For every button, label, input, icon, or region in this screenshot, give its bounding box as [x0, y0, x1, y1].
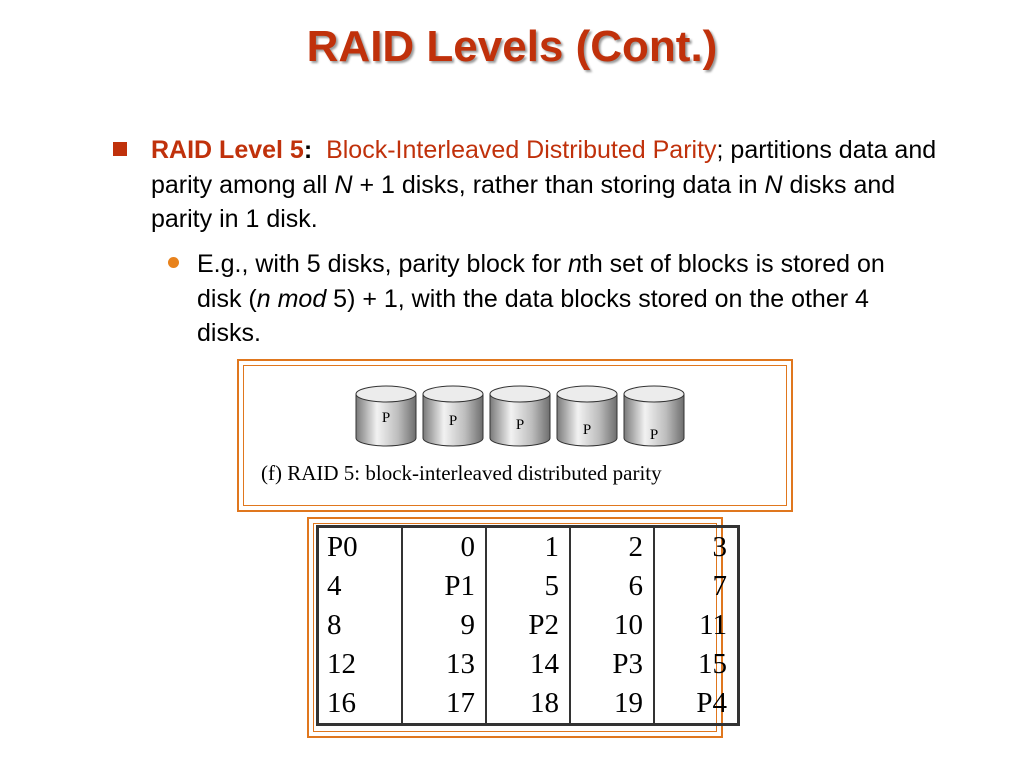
- table-cell: 19: [569, 684, 655, 726]
- raid-level-label: RAID Level 5: [151, 136, 304, 164]
- table-cell: 12: [316, 645, 403, 684]
- disk-icon: P: [489, 385, 551, 447]
- label-colon: :: [303, 136, 313, 164]
- var-n: n: [567, 250, 582, 278]
- table-cell: 16: [316, 684, 403, 726]
- slide-title: RAID Levels (Cont.): [306, 22, 718, 71]
- disk-parity-label: P: [516, 417, 524, 433]
- round-bullet-icon: [168, 257, 179, 268]
- table-cell: 7: [653, 567, 740, 606]
- disk-icon: P: [623, 385, 685, 447]
- disk-parity-label: P: [449, 413, 457, 429]
- table-cell: 5: [485, 567, 571, 606]
- table-cell: 8: [316, 606, 403, 645]
- table-cell: 17: [401, 684, 487, 726]
- bullet2-text-c: 5) + 1, with the data blocks stored on t…: [197, 284, 869, 348]
- table-cell: 9: [401, 606, 487, 645]
- var-n: N: [764, 170, 783, 199]
- disk-icon: P: [355, 385, 417, 447]
- disk-parity-label: P: [583, 422, 591, 438]
- disk-icon: P: [556, 385, 618, 447]
- table-cell: P2: [485, 606, 571, 645]
- table-cell: P0: [316, 525, 403, 567]
- raid5-disk-figure: P P P P P (f) RAID 5: block-interleaved …: [237, 359, 793, 512]
- table-cell: 2: [569, 525, 655, 567]
- disk-icon: P: [422, 385, 484, 447]
- var-n-mod: n mod: [256, 284, 327, 313]
- table-cell: 14: [485, 645, 571, 684]
- table-cell: 0: [401, 525, 487, 567]
- table-cell: 11: [653, 606, 740, 645]
- bullet2-text-a: E.g., with 5 disks, parity block for: [197, 250, 568, 278]
- table-row: 12 13 14 P3 15: [316, 645, 740, 684]
- bullet1-text-c: disks and parity in 1 disk.: [151, 170, 896, 234]
- disk-parity-label: P: [382, 410, 390, 426]
- bullet1-text-b: + 1 disks, rather than storing data in: [352, 170, 765, 199]
- table-cell: P4: [653, 684, 740, 726]
- table-cell: P1: [401, 567, 487, 606]
- bullet2-text-b: th set of blocks is stored on disk (: [197, 250, 885, 313]
- bullet-example: E.g., with 5 disks, parity block for nth…: [197, 247, 917, 351]
- bullet-raid5: RAID Level 5: Block-Interleaved Distribu…: [151, 133, 951, 237]
- square-bullet-icon: [113, 142, 127, 156]
- table-cell: 3: [653, 525, 740, 567]
- table-row: 16 17 18 19 P4: [316, 684, 740, 726]
- table-cell: 15: [653, 645, 740, 684]
- table-cell: 18: [485, 684, 571, 726]
- table-row: P0 0 1 2 3: [316, 525, 740, 567]
- table-cell: 13: [401, 645, 487, 684]
- disk-parity-label: P: [650, 427, 658, 443]
- table-cell: P3: [569, 645, 655, 684]
- table-row: 8 9 P2 10 11: [316, 606, 740, 645]
- bullet1-text-a: ; partitions data and parity among all: [151, 136, 937, 199]
- table-row: 4 P1 5 6 7: [316, 567, 740, 606]
- table-cell: 4: [316, 567, 403, 606]
- raid5-block-table-figure: P0 0 1 2 3 4 P1 5 6 7 8 9 P2 10 11 12 13…: [307, 517, 740, 738]
- table-cell: 10: [569, 606, 655, 645]
- disk-array-diagram: P P P P P: [355, 385, 685, 447]
- var-n: N: [334, 170, 353, 199]
- raid5-description: Block-Interleaved Distributed Parity: [326, 136, 717, 164]
- table-cell: 6: [569, 567, 655, 606]
- figure-caption: (f) RAID 5: block-interleaved distribute…: [261, 461, 662, 485]
- parity-block-table: P0 0 1 2 3 4 P1 5 6 7 8 9 P2 10 11 12 13…: [316, 525, 740, 726]
- table-cell: 1: [485, 525, 571, 567]
